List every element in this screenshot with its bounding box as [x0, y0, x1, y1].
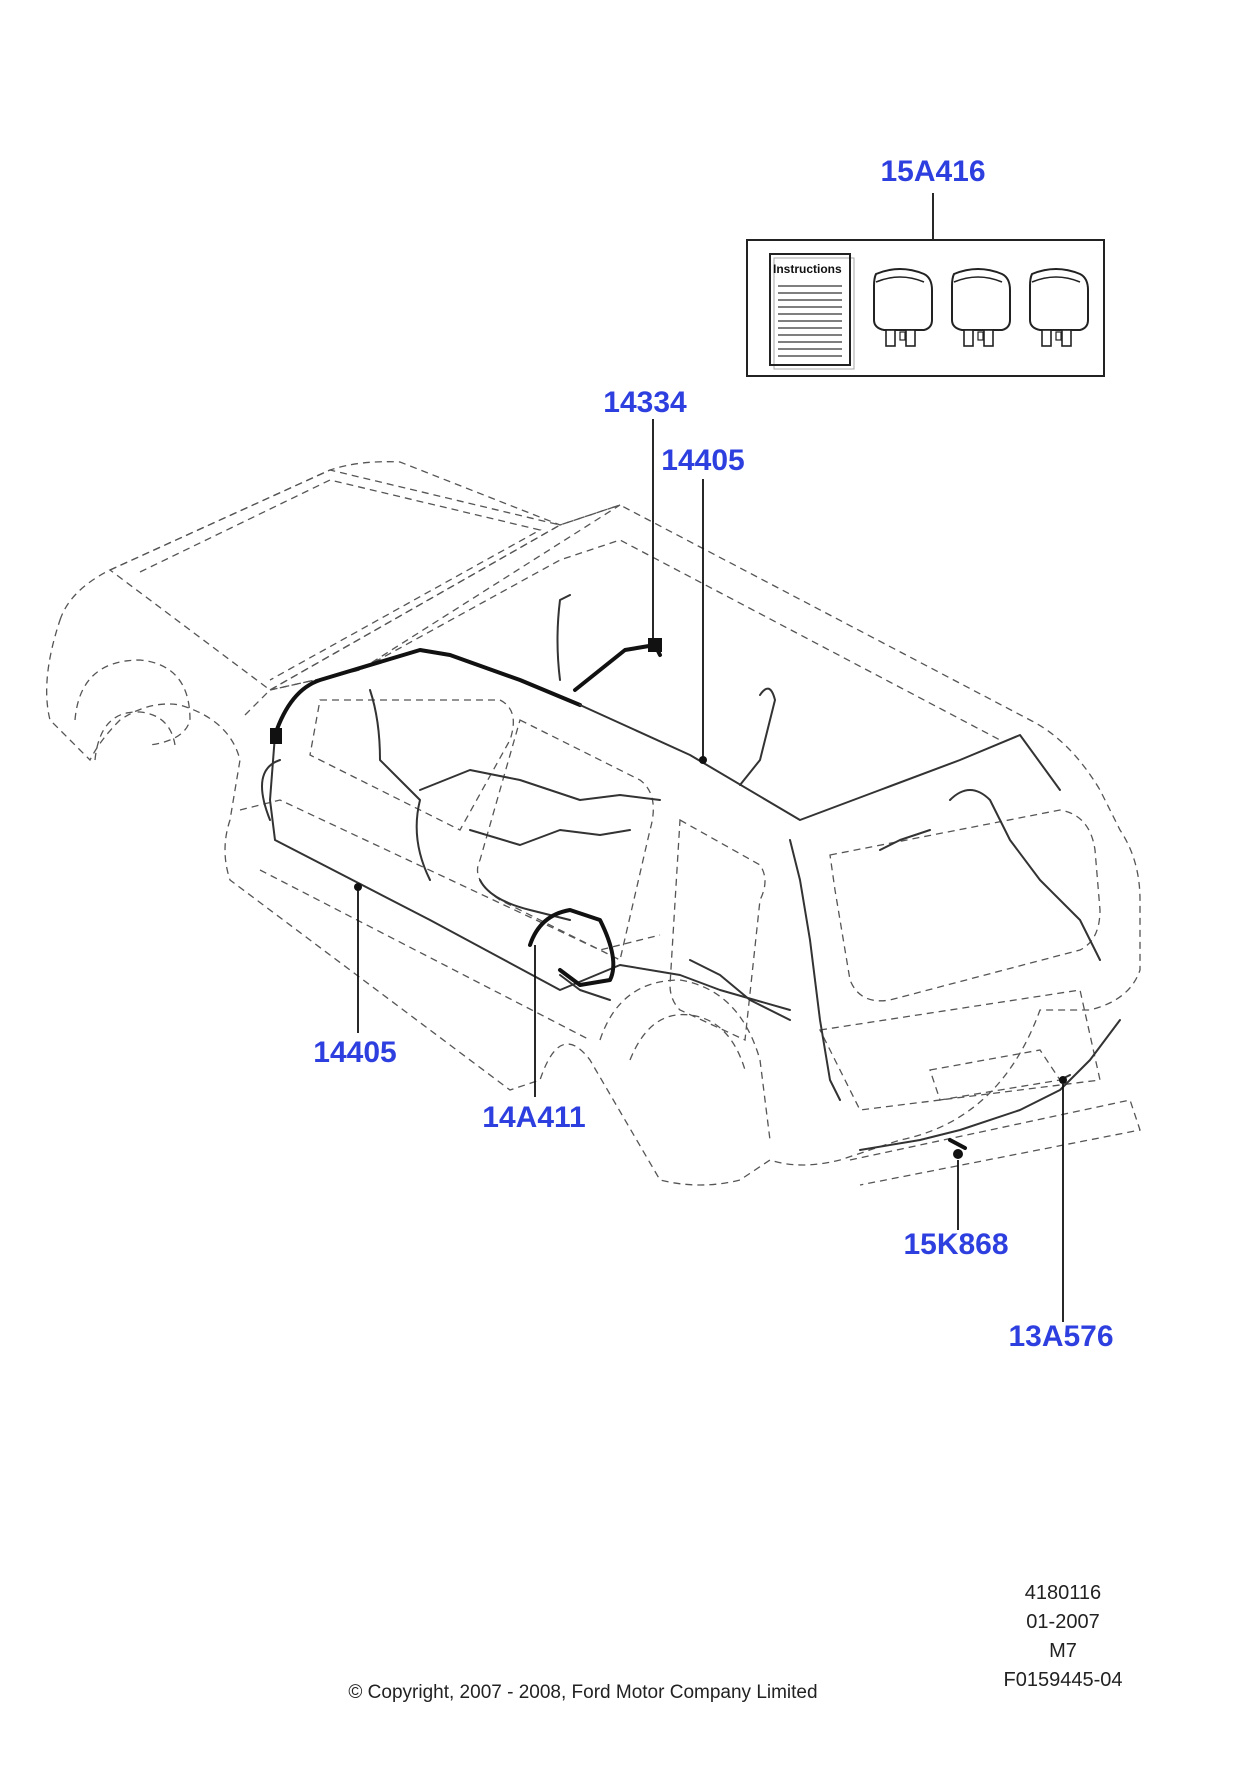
relay-3-icon	[1029, 268, 1089, 347]
roof-harness	[273, 648, 582, 737]
leader-lines	[357, 419, 1064, 1322]
vehicle-body-outline	[46, 461, 1141, 1186]
callout-14405-left: 14405	[313, 1036, 396, 1069]
relay-2-icon	[951, 268, 1011, 347]
callout-14334: 14334	[603, 386, 687, 419]
callout-14A411: 14A411	[482, 1101, 585, 1134]
connector-14334	[648, 638, 662, 652]
callout-13A576: 13A576	[1008, 1320, 1113, 1353]
wiring-harness	[261, 594, 1121, 1159]
callout-14405-top: 14405	[661, 444, 744, 477]
harness-15K868	[948, 1138, 967, 1150]
ref-model: M7	[1049, 1640, 1077, 1662]
ref-number: 4180116	[1025, 1582, 1101, 1604]
relay-kit: Instructions	[746, 193, 1105, 377]
copyright: © Copyright, 2007 - 2008, Ford Motor Com…	[348, 1682, 817, 1703]
callout-15K868: 15K868	[903, 1228, 1008, 1261]
connector-13A576	[1059, 1076, 1067, 1084]
instructions-sheet-icon: Instructions	[769, 253, 855, 370]
callout-15A416: 15A416	[880, 155, 985, 188]
relay-1-icon	[873, 268, 933, 347]
relay-kit-box	[746, 239, 1105, 377]
instructions-label: Instructions	[773, 262, 842, 276]
ref-date: 01-2007	[1026, 1611, 1099, 1633]
connector-15K868	[953, 1149, 963, 1159]
connector-front-left	[270, 728, 282, 744]
harness-14A411	[528, 908, 616, 987]
ref-figure: F0159445-04	[1004, 1669, 1123, 1691]
harness-14334	[573, 643, 662, 692]
